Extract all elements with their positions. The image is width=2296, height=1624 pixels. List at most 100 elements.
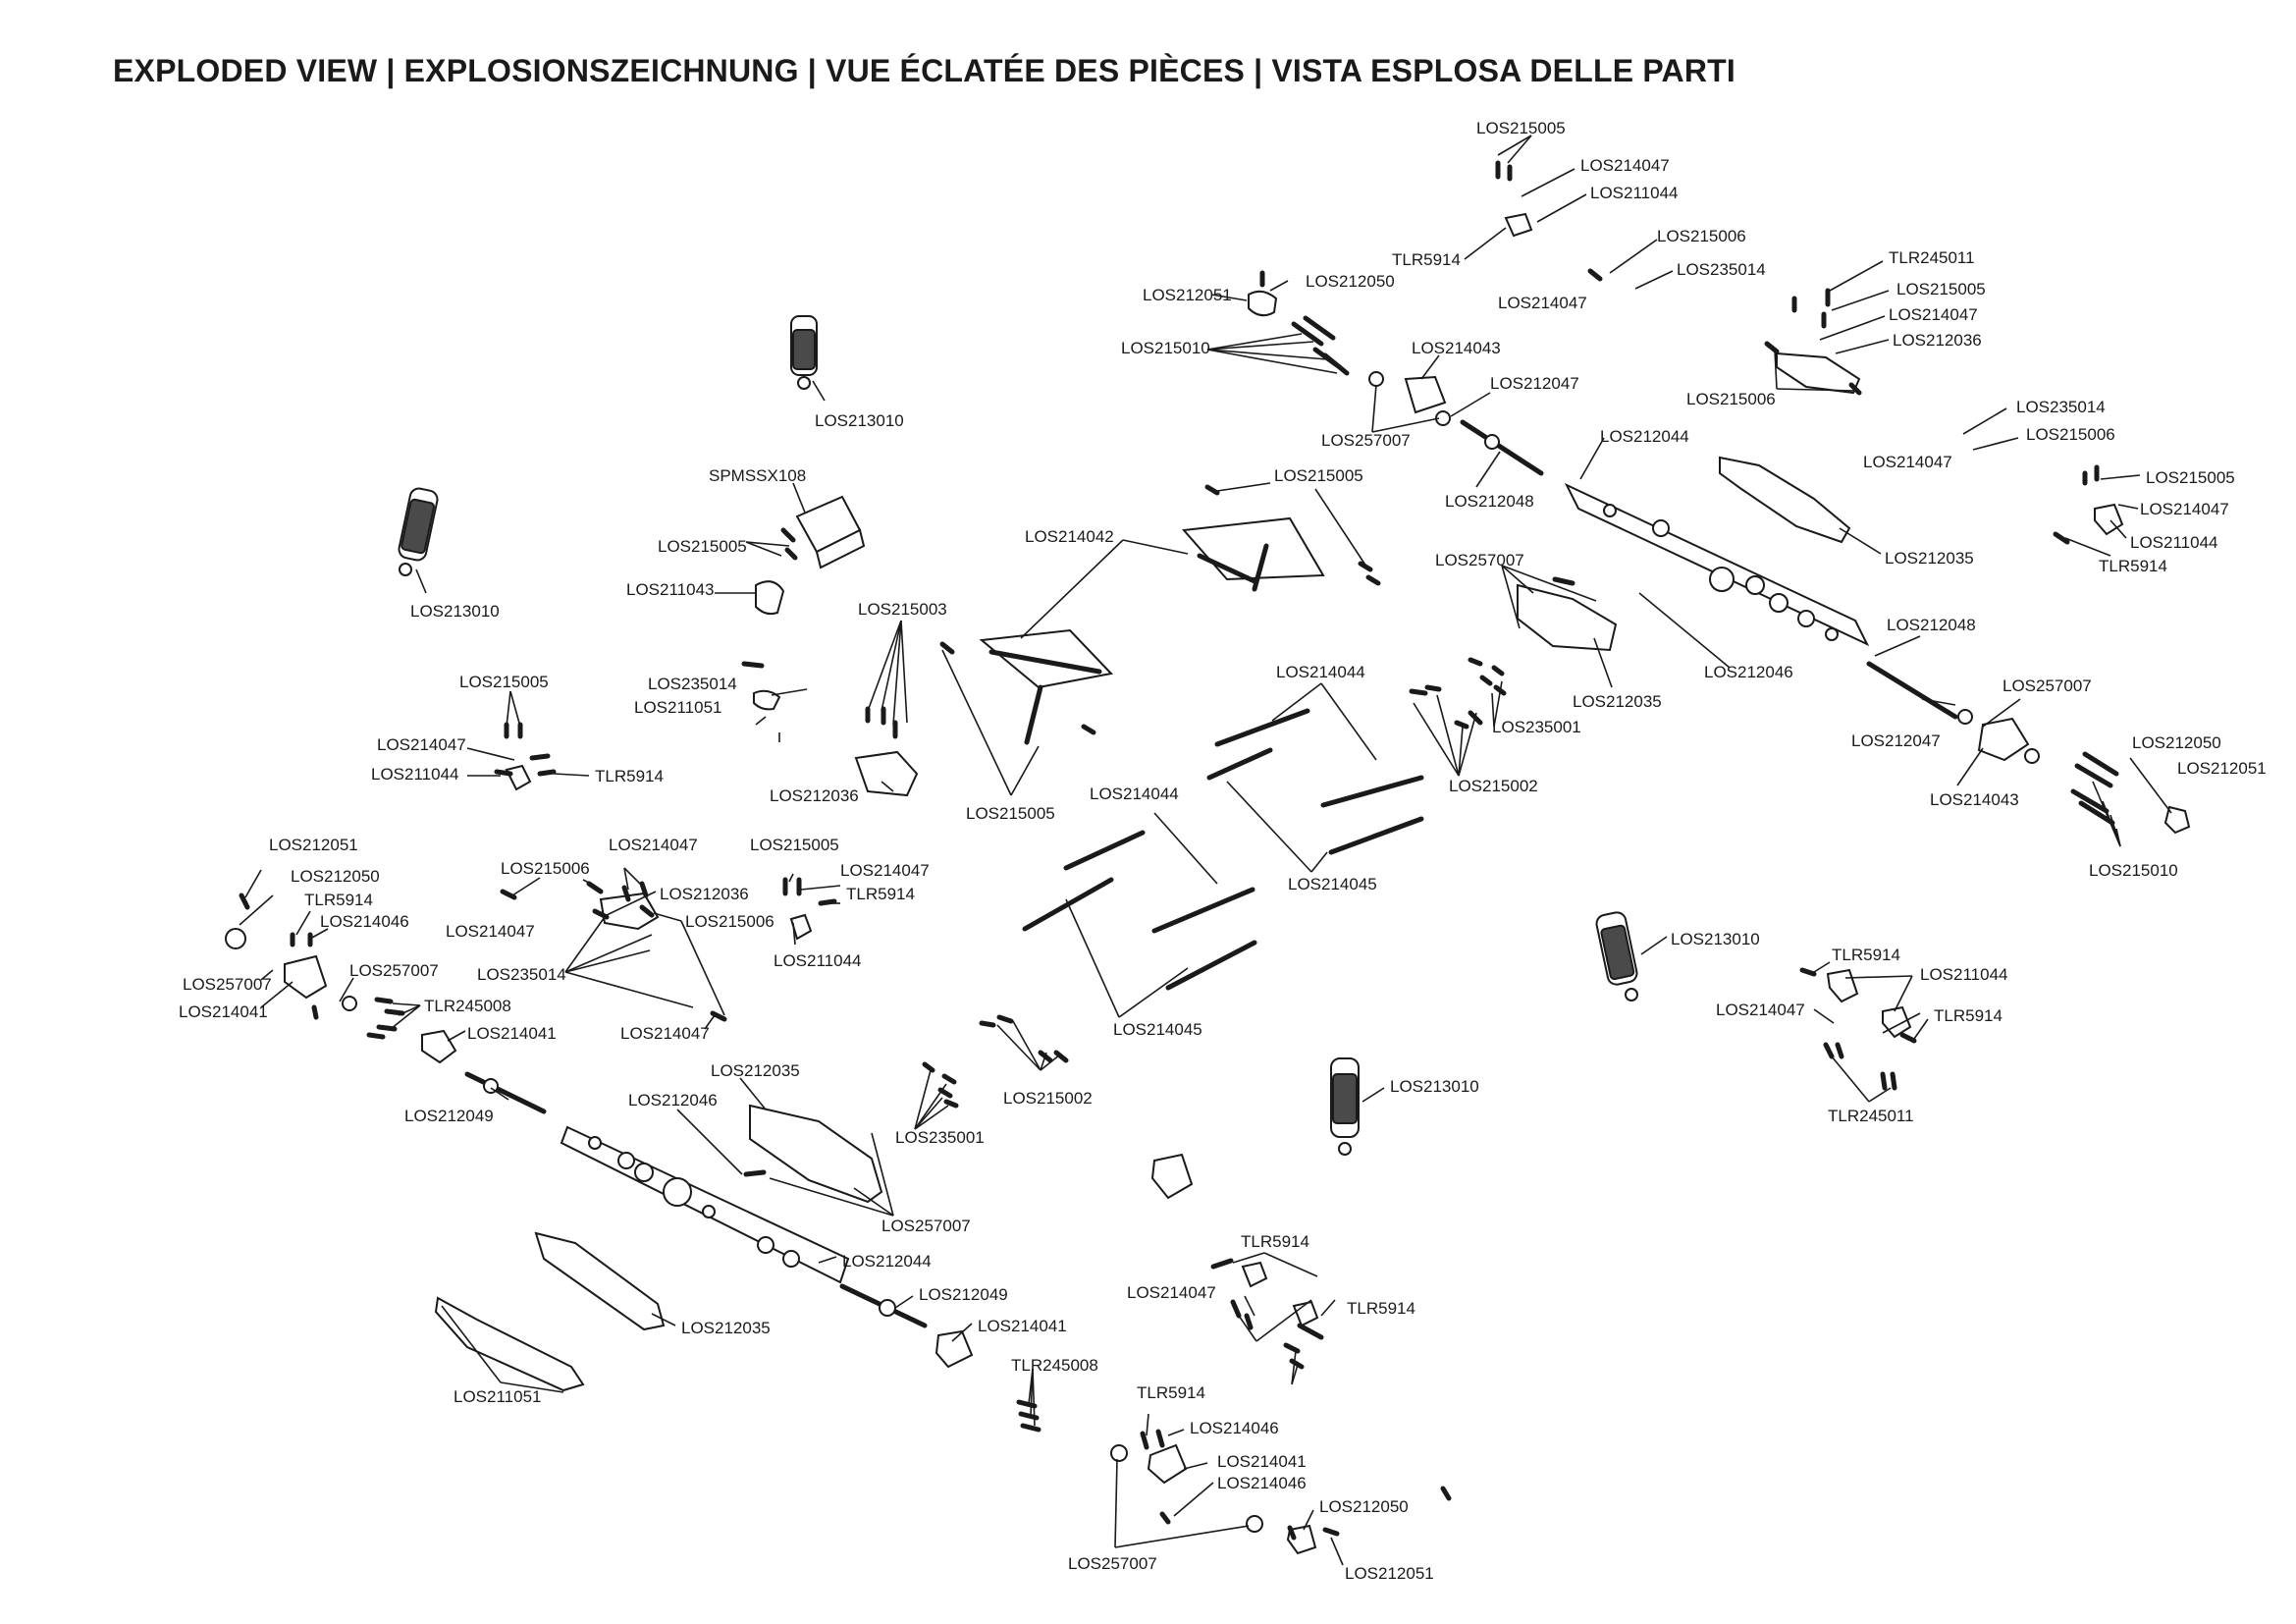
part-label: TLR245011: [1889, 248, 1975, 267]
part-label: LOS212048: [1887, 616, 1976, 634]
part-label: LOS235014: [1677, 260, 1766, 279]
part-label: LOS215005: [1896, 280, 1986, 298]
part-label: LOS212046: [1704, 663, 1793, 681]
gearbox-housing-lower: [749, 1104, 883, 1204]
part-label: LOS215005: [459, 673, 549, 691]
wheel-nut-right: [2163, 805, 2191, 835]
bulkhead-plate-left: [854, 750, 919, 797]
part-label: LOS235001: [895, 1128, 985, 1147]
gearbox-housing-upper: [1719, 456, 1851, 544]
part-label: SPMSSX108: [709, 466, 806, 485]
part-label: LOS213010: [1671, 930, 1760, 948]
part-label: LOS212050: [2132, 733, 2221, 752]
hub-carrier-left: [225, 928, 357, 1011]
drive-shaft-right: [1866, 661, 1958, 720]
part-label: LOS257007: [183, 975, 272, 994]
part-label: LOS212051: [1143, 286, 1232, 304]
suspension-links: [1022, 708, 1424, 991]
part-label: LOS214044: [1276, 663, 1365, 681]
part-label: LOS212035: [1573, 692, 1662, 711]
part-label: LOS212046: [628, 1091, 718, 1110]
part-label: LOS211043: [626, 580, 714, 599]
part-label: LOS214046: [320, 912, 409, 931]
part-label: LOS214047: [1716, 1001, 1805, 1019]
part-label: LOS214045: [1288, 875, 1377, 893]
part-label: LOS214041: [179, 1002, 268, 1021]
part-label: LOS211044: [2130, 533, 2217, 552]
part-label: LOS214047: [840, 861, 930, 880]
part-label: LOS214046: [1217, 1474, 1307, 1492]
part-label: LOS212051: [2177, 759, 2267, 778]
part-label: LOS212051: [1345, 1564, 1434, 1583]
part-label: LOS214041: [978, 1317, 1067, 1335]
part-label: LOS212049: [919, 1285, 1008, 1304]
part-label: LOS214047: [2140, 500, 2229, 518]
part-label: LOS213010: [815, 411, 904, 430]
part-label: LOS212049: [404, 1107, 494, 1125]
part-label: LOS214047: [1889, 305, 1978, 324]
part-label: LOS215010: [1121, 339, 1210, 357]
part-drawings: [225, 212, 2191, 1555]
part-label: LOS257007: [1435, 551, 1524, 569]
part-label: LOS213010: [410, 602, 500, 621]
part-label: LOS215006: [2026, 425, 2115, 444]
part-label: LOS212050: [1306, 272, 1395, 291]
part-label: TLR5914: [1934, 1006, 2002, 1025]
part-label: LOS214047: [1498, 294, 1587, 312]
part-label: LOS257007: [1321, 431, 1411, 450]
part-label: LOS212035: [1885, 549, 1974, 568]
part-label: LOS211044: [774, 951, 861, 970]
hub-small-parts: [505, 212, 1533, 1327]
part-label: LOS212050: [1319, 1497, 1409, 1516]
part-label: TLR245008: [1011, 1356, 1098, 1375]
part-label: LOS215005: [750, 836, 839, 854]
axle-carrier-top: [1368, 371, 1451, 426]
chassis-brace-frame: [979, 628, 1113, 745]
part-label: LOS215005: [2146, 468, 2235, 487]
part-label: LOS213010: [1390, 1077, 1479, 1096]
gearbox-housing-center: [1517, 583, 1618, 652]
part-label: TLR245011: [1828, 1107, 1914, 1125]
part-label: LOS212036: [770, 786, 859, 805]
part-label: LOS214047: [1863, 453, 1952, 471]
servo-saver: [755, 580, 785, 616]
part-label: TLR5914: [1832, 946, 1900, 964]
part-label: LOS215006: [501, 859, 590, 878]
hub-carrier-bottom: [934, 1153, 1317, 1555]
part-labels: LOS215005 LOS214047 LOS211044 TLR5914 LO…: [179, 119, 2267, 1583]
part-label: LOS212036: [660, 885, 749, 903]
part-label: LOS215006: [685, 912, 774, 931]
hub-carrier-left-2: [421, 1029, 457, 1064]
chassis-plate-lower: [560, 1125, 850, 1284]
part-label: LOS212044: [1600, 427, 1689, 446]
wheel-hex-top: [1248, 290, 1278, 317]
part-label: LOS235014: [477, 965, 566, 984]
part-label: LOS215006: [1686, 390, 1776, 408]
part-label: LOS214047: [1580, 156, 1670, 175]
part-label: LOS212036: [1893, 331, 1982, 350]
part-label: LOS215010: [2089, 861, 2178, 880]
part-label: LOS235014: [648, 675, 737, 693]
part-label: LOS214043: [1930, 790, 2019, 809]
drive-shaft-top: [1460, 419, 1544, 476]
part-label: LOS215005: [658, 537, 747, 556]
chassis-plate-upper: [1564, 482, 1870, 647]
part-label: LOS214046: [1190, 1419, 1279, 1437]
part-label: TLR5914: [1392, 250, 1461, 269]
part-label: LOS214041: [467, 1024, 557, 1043]
part-label: LOS215005: [1476, 119, 1566, 137]
part-label: TLR5914: [1137, 1383, 1205, 1402]
part-label: LOS214044: [1090, 785, 1179, 803]
screws: [239, 160, 2119, 1541]
part-label: LOS211051: [454, 1387, 541, 1406]
part-label: LOS212035: [711, 1061, 800, 1080]
part-label: LOS215003: [858, 600, 947, 619]
leader-lines: [239, 135, 2172, 1566]
part-label: TLR5914: [1347, 1299, 1415, 1318]
part-label: LOS215002: [1449, 777, 1538, 795]
part-label: LOS214041: [1217, 1452, 1307, 1471]
bulkhead-plate-top-right: [1776, 352, 1861, 395]
part-label: LOS212050: [291, 867, 380, 886]
part-label: LOS215005: [966, 804, 1055, 823]
